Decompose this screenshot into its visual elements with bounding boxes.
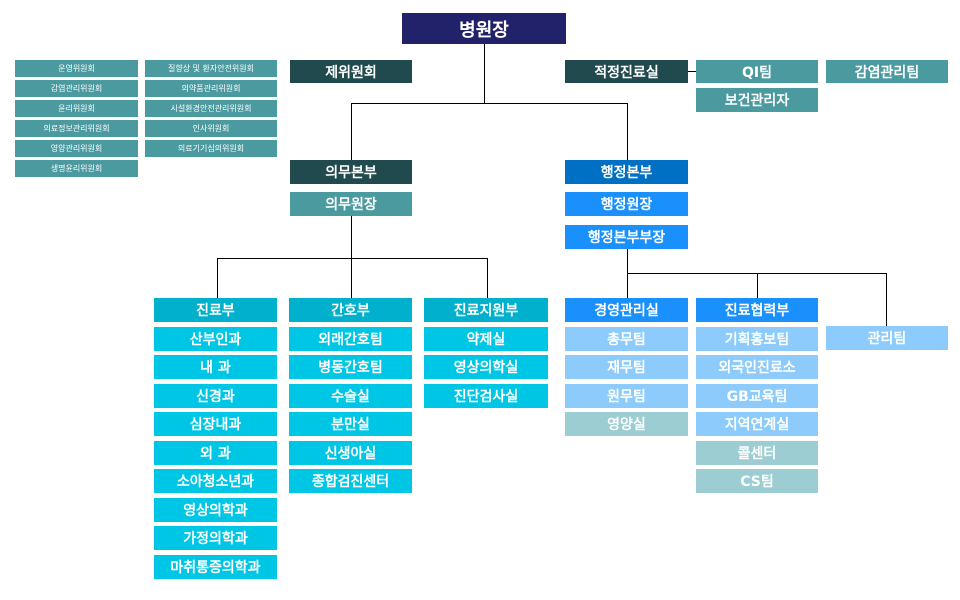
connector-line bbox=[217, 258, 488, 259]
committee-item: 의료정보관리위원회 bbox=[15, 120, 138, 137]
department-unit: 병동간호팀 bbox=[289, 355, 412, 379]
department-unit: 콜센터 bbox=[696, 440, 818, 465]
department-unit: 신경과 bbox=[154, 383, 277, 408]
committee-item: 윤리위원회 bbox=[15, 100, 138, 117]
department-unit: 약제실 bbox=[424, 326, 548, 351]
department-header: 진료협력부 bbox=[696, 298, 818, 322]
department-unit: 기획홍보팀 bbox=[696, 326, 818, 351]
admin-head-box: 행정원장 bbox=[565, 192, 688, 216]
department-unit: 영상의학실 bbox=[424, 355, 548, 379]
department-unit: 총무팀 bbox=[565, 326, 688, 351]
committee-item: 의료기기심의위원회 bbox=[145, 140, 277, 157]
department-header: 진료지원부 bbox=[424, 298, 548, 322]
connector-line bbox=[487, 258, 488, 298]
department-unit: 지역연계실 bbox=[696, 412, 818, 436]
department-unit: 신생아실 bbox=[289, 440, 412, 465]
department-unit: CS팀 bbox=[696, 469, 818, 493]
health-manager-box: 보건관리자 bbox=[696, 88, 818, 112]
connector-line bbox=[351, 216, 352, 258]
connector-line bbox=[217, 258, 218, 298]
department-unit: 종합검진센터 bbox=[289, 469, 412, 493]
committee-item: 생명윤리위원회 bbox=[15, 160, 138, 177]
connector-line bbox=[627, 103, 628, 160]
department-unit: 영상의학과 bbox=[154, 497, 277, 522]
committee-item: 시설환경안전관리위원회 bbox=[145, 100, 277, 117]
department-unit: 수술실 bbox=[289, 383, 412, 408]
department-unit: 소아청소년과 bbox=[154, 469, 277, 493]
connector-line bbox=[351, 258, 352, 298]
department-unit: 가정의학과 bbox=[154, 526, 277, 550]
admin-division-box: 행정본부 bbox=[565, 160, 688, 184]
committee-item: 질향상 및 환자안전위원회 bbox=[145, 60, 277, 77]
department-unit: 원무팀 bbox=[565, 383, 688, 408]
department-unit: 진단검사실 bbox=[424, 383, 548, 408]
connector-line bbox=[351, 103, 352, 160]
department-header: 간호부 bbox=[289, 298, 412, 322]
connector-line bbox=[757, 273, 758, 298]
medical-division-box: 의무본부 bbox=[290, 160, 412, 184]
connector-line bbox=[688, 71, 696, 72]
quality-office-box: 적정진료실 bbox=[565, 60, 688, 83]
facility-team-box: 관리팀 bbox=[826, 326, 948, 350]
department-unit: 외국인진료소 bbox=[696, 355, 818, 379]
connector-line bbox=[484, 44, 485, 103]
department-unit: 외래간호팀 bbox=[289, 326, 412, 351]
department-unit: 산부인과 bbox=[154, 326, 277, 351]
committee-item: 의약품관리위원회 bbox=[145, 80, 277, 97]
connector-line bbox=[886, 273, 887, 326]
medical-head-box: 의무원장 bbox=[290, 192, 412, 216]
department-header: 진료부 bbox=[154, 298, 277, 322]
committee-item: 감염관리위원회 bbox=[15, 80, 138, 97]
department-unit: 영양실 bbox=[565, 412, 688, 436]
department-unit: GB교육팀 bbox=[696, 383, 818, 408]
qi-team-box: QI팀 bbox=[696, 60, 818, 83]
committee-group-box: 제위원회 bbox=[290, 60, 412, 83]
department-unit: 외 과 bbox=[154, 440, 277, 465]
director-box: 병원장 bbox=[402, 13, 566, 44]
infection-team-box: 감염관리팀 bbox=[826, 60, 948, 83]
department-unit: 분만실 bbox=[289, 412, 412, 436]
department-unit: 마취통증의학과 bbox=[154, 554, 277, 579]
committee-item: 운영위원회 bbox=[15, 60, 138, 77]
department-unit: 재무팀 bbox=[565, 355, 688, 379]
department-header: 경영관리실 bbox=[565, 298, 688, 322]
connector-line bbox=[351, 103, 628, 104]
department-unit: 내 과 bbox=[154, 355, 277, 379]
committee-item: 영양관리위원회 bbox=[15, 140, 138, 157]
committee-item: 인사위원회 bbox=[145, 120, 277, 137]
department-unit: 심장내과 bbox=[154, 412, 277, 436]
admin-deputy-box: 행정본부부장 bbox=[565, 225, 688, 249]
